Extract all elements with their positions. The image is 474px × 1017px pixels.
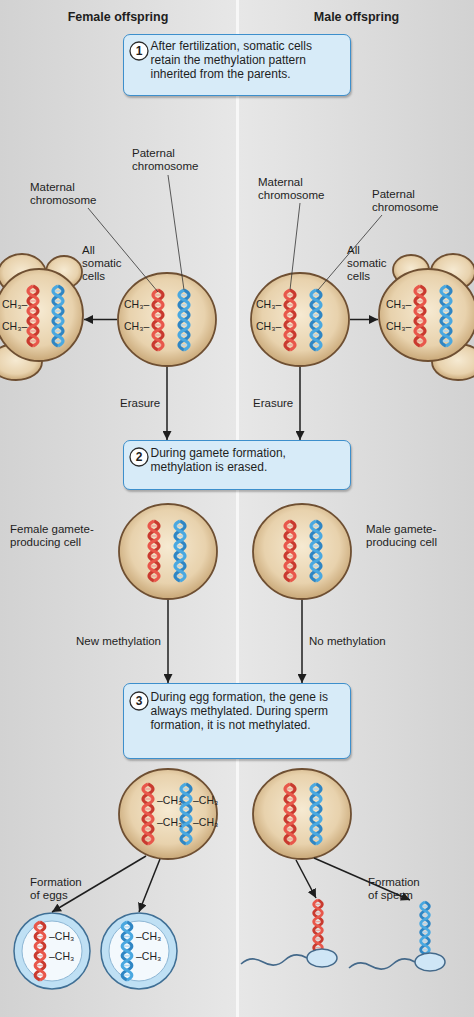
step-box: After fertilization, somatic cells retai…: [123, 34, 351, 96]
methyl-group: –CH₃: [136, 950, 161, 962]
formation-label: Formation of sperm: [368, 876, 428, 902]
methyl-group: CH₃–: [256, 320, 281, 332]
cells-label: All somatic cells: [347, 244, 393, 283]
methyl-group: CH₃–: [124, 298, 149, 310]
edge-label: New methylation: [76, 635, 161, 648]
methyl-group: –CH₃: [193, 816, 218, 828]
chromosome-label: Paternal chromosome: [372, 188, 447, 214]
methyl-group: –CH₃: [49, 950, 74, 962]
panel-heading: Male offspring: [239, 10, 474, 25]
node-outline: [118, 768, 218, 860]
badge-circle: [130, 692, 148, 710]
methyl-group: –CH₃: [49, 930, 74, 942]
node-outline: [252, 503, 352, 600]
cell-label: Female gamete-producing cell: [10, 523, 110, 549]
somatic-cell: CH₃– CH₃–: [250, 272, 350, 367]
cell-outline: [379, 269, 474, 361]
step-badge: 1: [129, 41, 149, 61]
callout-number: 3: [129, 691, 149, 711]
egg-cell: –CH₃ –CH₃: [13, 912, 91, 990]
edge-label: Erasure: [253, 397, 293, 410]
egg-outline: [101, 913, 177, 989]
node-outline: [250, 272, 350, 367]
egg-cytoplasm: [109, 921, 169, 981]
methyl-group: CH₃–: [2, 320, 27, 332]
cell-outline: [251, 273, 349, 366]
gamete-producing-cell: Female gamete-producing cell: [118, 503, 218, 600]
egg-cytoplasm: [22, 921, 82, 981]
step-text: During gamete formation, methylation is …: [151, 446, 345, 474]
methyl-group: CH₃–: [124, 320, 149, 332]
methyl-group: –CH₃: [193, 794, 218, 806]
step-box: During egg formation, the gene is always…: [123, 683, 351, 759]
methyl-group: –CH₃: [157, 794, 182, 806]
egg-producing-cell: –CH₃ –CH₃ –CH₃ –CH₃: [118, 768, 218, 860]
panel-heading: Female offspring: [0, 10, 236, 25]
chromosome-label: Maternal chromosome: [30, 181, 100, 207]
chromosome-label: Paternal chromosome: [132, 147, 207, 173]
cell-outline: [0, 269, 83, 361]
callout-number: 1: [129, 41, 149, 61]
somatic-cell: CH₃– CH₃–: [117, 272, 217, 367]
step-text: During egg formation, the gene is always…: [151, 690, 345, 732]
callout-number: 2: [129, 447, 149, 467]
methyl-group: CH₃–: [256, 298, 281, 310]
offspring-panel: Male offspringCH₃– CH₃– CH₃– CH₃– Male gamet…: [239, 0, 474, 1017]
badge-circle: [130, 42, 148, 60]
somatic-cell-cluster: CH₃– CH₃–: [0, 250, 84, 380]
cell-outline: [253, 504, 351, 599]
cell-outline: [119, 769, 217, 859]
node-outline: [378, 250, 474, 380]
node-outline: [0, 250, 84, 380]
methyl-group: –CH₃: [136, 930, 161, 942]
cells-label: All somatic cells: [82, 244, 128, 283]
methyl-group: CH₃–: [2, 298, 27, 310]
node-outline: [118, 503, 218, 600]
egg-cell: –CH₃ –CH₃: [100, 912, 178, 990]
cell-label: Male gamete-producing cell: [366, 523, 466, 549]
step-box: During gamete formation, methylation is …: [123, 440, 351, 490]
offspring-panel: Female offspringCH₃– CH₃– CH₃– CH₃– Female g…: [0, 0, 236, 1017]
formation-label: Formation of eggs: [30, 876, 90, 902]
step-badge: 2: [129, 447, 149, 467]
methyl-group: CH₃–: [386, 298, 411, 310]
chromosome-label: Maternal chromosome: [258, 176, 328, 202]
edge-label: Erasure: [120, 397, 160, 410]
step-badge: 3: [129, 691, 149, 711]
cell-outline: [118, 273, 216, 366]
badge-circle: [130, 448, 148, 466]
cell-outline: [119, 504, 217, 599]
step-text: After fertilization, somatic cells retai…: [151, 39, 345, 81]
gamete-producing-cell: Male gamete-producing cell: [252, 503, 352, 600]
somatic-cell-cluster: CH₃– CH₃–: [378, 250, 474, 380]
node-outline: [117, 272, 217, 367]
methyl-group: –CH₃: [157, 816, 182, 828]
edge-label: No methylation: [309, 635, 386, 648]
methyl-group: CH₃–: [386, 320, 411, 332]
egg-outline: [14, 913, 90, 989]
